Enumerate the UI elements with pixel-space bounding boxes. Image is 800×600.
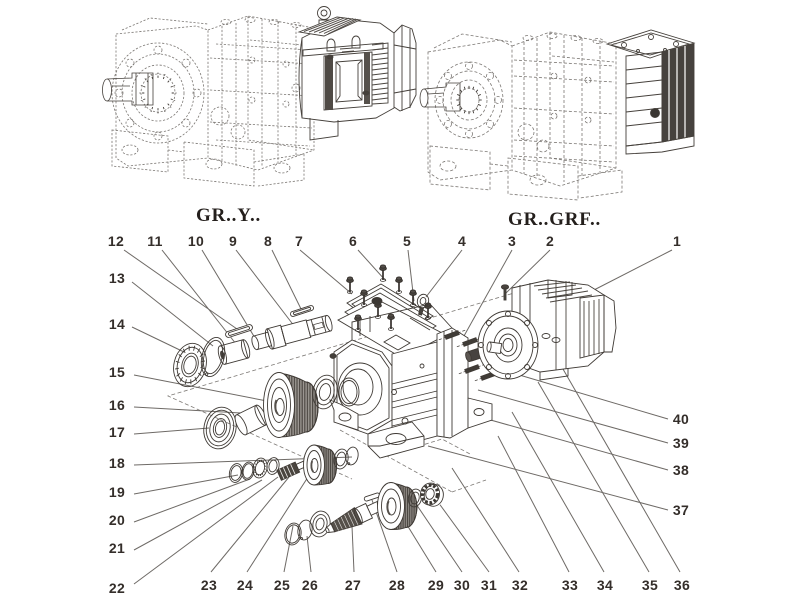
svg-text:38: 38 [673, 462, 689, 478]
svg-text:14: 14 [109, 316, 125, 332]
svg-text:29: 29 [428, 577, 444, 593]
svg-text:22: 22 [109, 580, 125, 596]
svg-text:7: 7 [295, 233, 303, 249]
svg-text:2: 2 [546, 233, 554, 249]
svg-text:13: 13 [109, 270, 125, 286]
svg-text:5: 5 [403, 233, 411, 249]
svg-text:11: 11 [147, 233, 162, 249]
svg-text:GR..GRF..: GR..GRF.. [508, 209, 601, 230]
svg-text:36: 36 [674, 577, 690, 593]
svg-text:31: 31 [481, 577, 497, 593]
svg-text:19: 19 [109, 484, 125, 500]
svg-text:34: 34 [597, 577, 613, 593]
svg-text:37: 37 [673, 502, 689, 518]
svg-text:35: 35 [642, 577, 658, 593]
svg-text:8: 8 [264, 233, 272, 249]
svg-text:23: 23 [201, 577, 217, 593]
svg-text:33: 33 [562, 577, 578, 593]
svg-text:1: 1 [673, 233, 681, 249]
svg-text:30: 30 [454, 577, 470, 593]
svg-text:9: 9 [229, 233, 237, 249]
svg-text:17: 17 [109, 424, 125, 440]
svg-text:28: 28 [389, 577, 405, 593]
svg-text:26: 26 [302, 577, 318, 593]
svg-text:25: 25 [274, 577, 290, 593]
svg-text:32: 32 [512, 577, 528, 593]
svg-text:24: 24 [237, 577, 253, 593]
svg-text:3: 3 [508, 233, 516, 249]
svg-text:6: 6 [349, 233, 357, 249]
svg-text:27: 27 [345, 577, 361, 593]
svg-text:4: 4 [458, 233, 466, 249]
svg-text:40: 40 [673, 411, 689, 427]
svg-text:12: 12 [108, 233, 124, 249]
svg-text:16: 16 [109, 397, 125, 413]
svg-text:18: 18 [109, 455, 125, 471]
svg-text:39: 39 [673, 435, 689, 451]
svg-text:21: 21 [109, 540, 125, 556]
svg-text:20: 20 [109, 512, 125, 528]
svg-text:10: 10 [188, 233, 204, 249]
svg-text:15: 15 [109, 364, 125, 380]
svg-text:GR..Y..: GR..Y.. [196, 205, 261, 226]
